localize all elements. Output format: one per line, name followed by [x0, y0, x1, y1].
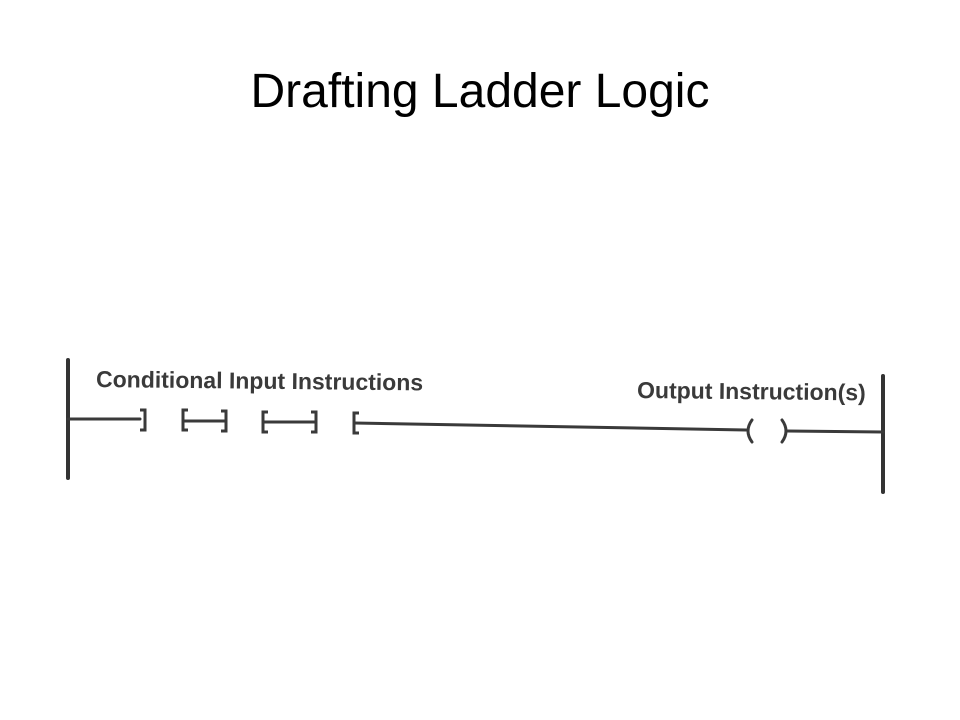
output-coil-right — [780, 418, 788, 444]
contact-1-bracket — [140, 408, 147, 432]
input-instructions-label: Conditional Input Instructions — [96, 366, 423, 395]
slide-title: Drafting Ladder Logic — [250, 65, 710, 118]
contact-2-close-bracket — [221, 409, 228, 433]
output-coil-left — [746, 418, 754, 444]
rung-wire-main — [352, 421, 748, 432]
output-instructions-label: Output Instruction(s) — [637, 377, 866, 405]
contact-3-close-bracket — [311, 410, 318, 434]
rung-wire-right — [785, 429, 885, 434]
